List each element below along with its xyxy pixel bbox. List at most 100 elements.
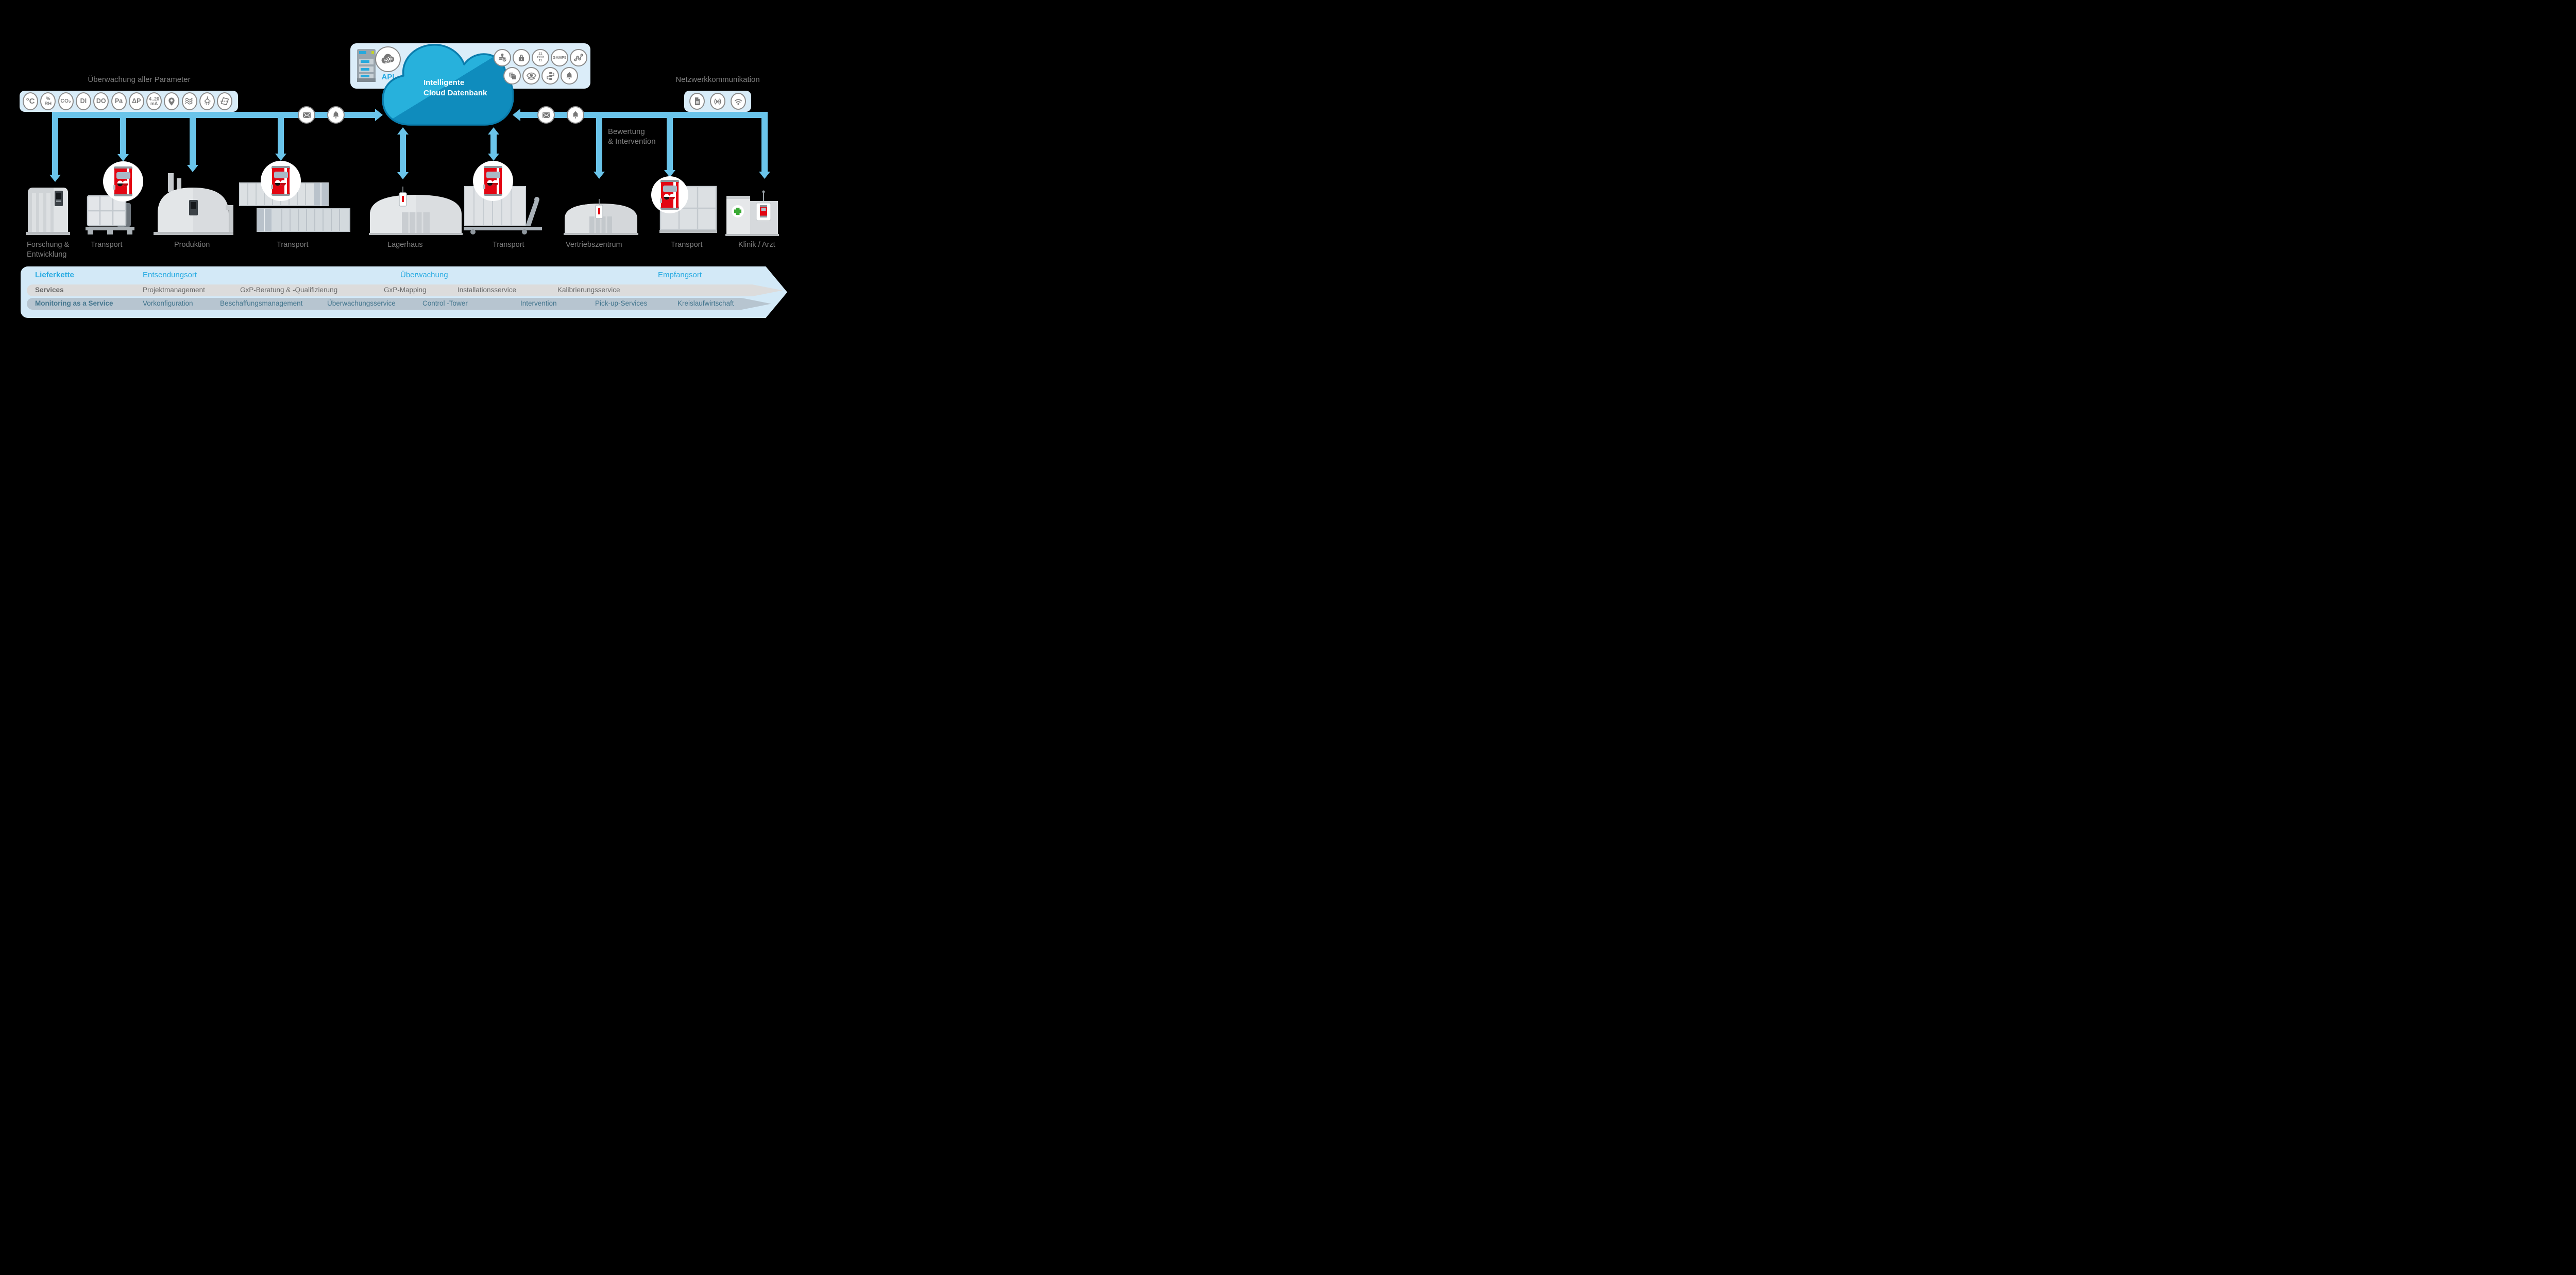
facility-transport-4-label: Transport [671, 241, 703, 249]
envelope-icon [537, 106, 555, 124]
right-horizontal-line [520, 112, 768, 118]
gamp5-badge-label: GAMP5 [552, 55, 567, 60]
monitoring-service-bar [27, 298, 771, 310]
cfr-21-11-badge-line1: 21 [538, 52, 543, 56]
cloud-gears-icon [381, 54, 395, 64]
digital-input-icon: DI [75, 92, 91, 110]
drop-line-vertriebszentrum [596, 118, 602, 172]
banner-item-services-3: GxP-Mapping [384, 286, 427, 294]
banner-item-services-4: Installationsservice [457, 286, 517, 294]
cloud-database [382, 44, 514, 126]
facility-vertriebszentrum-label: Vertriebszentrum [566, 241, 622, 249]
building-forschung [26, 188, 70, 235]
wifi-icon [734, 98, 742, 105]
facility-transport-1-label: Transport [91, 241, 123, 249]
facility-forschung-entwicklung-label: Forschung & Entwicklung [27, 241, 70, 259]
arrowhead-transport3-up [488, 127, 499, 135]
differential-pressure-icon-label: ΔP [132, 97, 141, 105]
temperature-icon-label: °C [26, 97, 35, 106]
facility-transport-3-label: Transport [493, 241, 524, 249]
facility-produktion-label: Produktion [174, 241, 210, 249]
banner-item-monitoring-as-a-service-2: Beschaffungsmanagement [220, 299, 303, 307]
gamp5-badge: GAMP5 [551, 49, 568, 66]
document-icon [689, 93, 705, 110]
banner-item-monitoring-as-a-service-4: Control -Tower [422, 299, 468, 307]
stamp-approval-icon [499, 53, 507, 62]
bewertung-line2: & Intervention [608, 137, 656, 146]
banner-item-services-1: Projektmanagement [143, 286, 205, 294]
analytics-icon [570, 49, 587, 66]
facility-klinik-arzt-label: Klinik / Arzt [738, 241, 775, 249]
digital-output-icon-label: DO [96, 97, 106, 105]
tilt-icon [220, 97, 229, 106]
double-arrow-lagerhaus [400, 135, 406, 172]
humidity-icon-line1: % [46, 96, 50, 102]
server-icon [357, 49, 376, 82]
bewertung-intervention-label: Bewertung & Intervention [608, 127, 656, 146]
current-loop-icon-line1: 4..20 [149, 96, 160, 102]
data-logger-circle-transport1 [103, 161, 143, 202]
arrowhead-produktion [187, 165, 198, 172]
copies-icon [509, 72, 516, 80]
drop-line-produktion [190, 118, 196, 165]
data-logger-circle-transport3 [473, 161, 513, 201]
temperature-icon: °C [23, 92, 38, 110]
left-title: Überwachung aller Parameter [88, 75, 191, 84]
pressure-icon-label: Pa [114, 97, 123, 105]
building-lagerhaus [369, 195, 463, 235]
banner-item-monitoring-as-a-service-5: Intervention [520, 299, 557, 307]
workflow-icon [546, 72, 554, 80]
arrowhead-lagerhaus-down [397, 172, 409, 179]
small-logger-lagerhaus [399, 187, 407, 207]
humidity-icon-line2: RH [44, 100, 52, 107]
broadcast-icon [710, 93, 725, 110]
arrowhead-transport1 [117, 154, 129, 161]
arrowhead-lagerhaus-up [397, 127, 409, 135]
light-icon [204, 96, 211, 105]
api-label: API [381, 73, 395, 81]
drop-line-transport4 [667, 118, 673, 170]
lock-icon [513, 49, 530, 66]
drop-line-transport2 [278, 118, 284, 154]
banner-item-lieferkette-3: Empfangsort [658, 271, 702, 279]
tilt-icon [217, 92, 233, 110]
cloud-database-label: Intelligente Cloud Datenbank [423, 78, 487, 98]
co2-icon-label: CO₂ [60, 98, 71, 105]
facility-lagerhaus-label: Lagerhaus [387, 241, 423, 249]
building-produktion-tank [154, 173, 233, 235]
alert-bell-icon [567, 106, 584, 124]
building-vertriebszentrum [564, 204, 638, 235]
arrowhead-forschung [49, 175, 61, 182]
red-data-logger-icon [271, 166, 290, 196]
banner-item-lieferkette-1: Entsendungsort [143, 271, 197, 279]
alert-bell-icon [327, 106, 345, 124]
building-transport1-ibc [86, 195, 134, 234]
arrowhead-vertriebszentrum [594, 172, 605, 179]
lock-icon [518, 55, 524, 61]
alert-bell-icon [561, 67, 578, 85]
cloud-label-line1: Intelligente [423, 78, 465, 87]
data-logger-circle-transport4 [651, 176, 688, 213]
bewertung-line1: Bewertung [608, 127, 645, 136]
eye-icon [526, 72, 536, 80]
broadcast-icon [714, 98, 721, 105]
banner-header-monitoring-as-a-service: Monitoring as a Service [35, 299, 113, 307]
arrowhead-into-cloud-left [375, 109, 383, 121]
airflow-icon [181, 92, 197, 110]
double-arrow-transport3 [490, 135, 497, 154]
humidity-icon: %RH [40, 92, 56, 110]
workflow-icon [541, 67, 559, 85]
drop-line-forschung [52, 112, 58, 175]
right-title: Netzwerkkommunikation [675, 75, 760, 84]
arrowhead-transport4 [664, 170, 675, 177]
banner-item-monitoring-as-a-service-6: Pick-up-Services [595, 299, 648, 307]
current-loop-icon-line2: mA [150, 100, 158, 106]
cloud-label-line2: Cloud Datenbank [423, 89, 487, 97]
banner-item-monitoring-as-a-service-3: Überwachungsservice [327, 299, 396, 307]
building-klinik [725, 190, 779, 236]
facility-transport-2-label: Transport [277, 241, 309, 249]
differential-pressure-icon: ΔP [128, 92, 144, 110]
banner-item-monitoring-as-a-service-1: Vorkonfiguration [143, 299, 193, 307]
banner-item-lieferkette-2: Überwachung [400, 271, 448, 279]
